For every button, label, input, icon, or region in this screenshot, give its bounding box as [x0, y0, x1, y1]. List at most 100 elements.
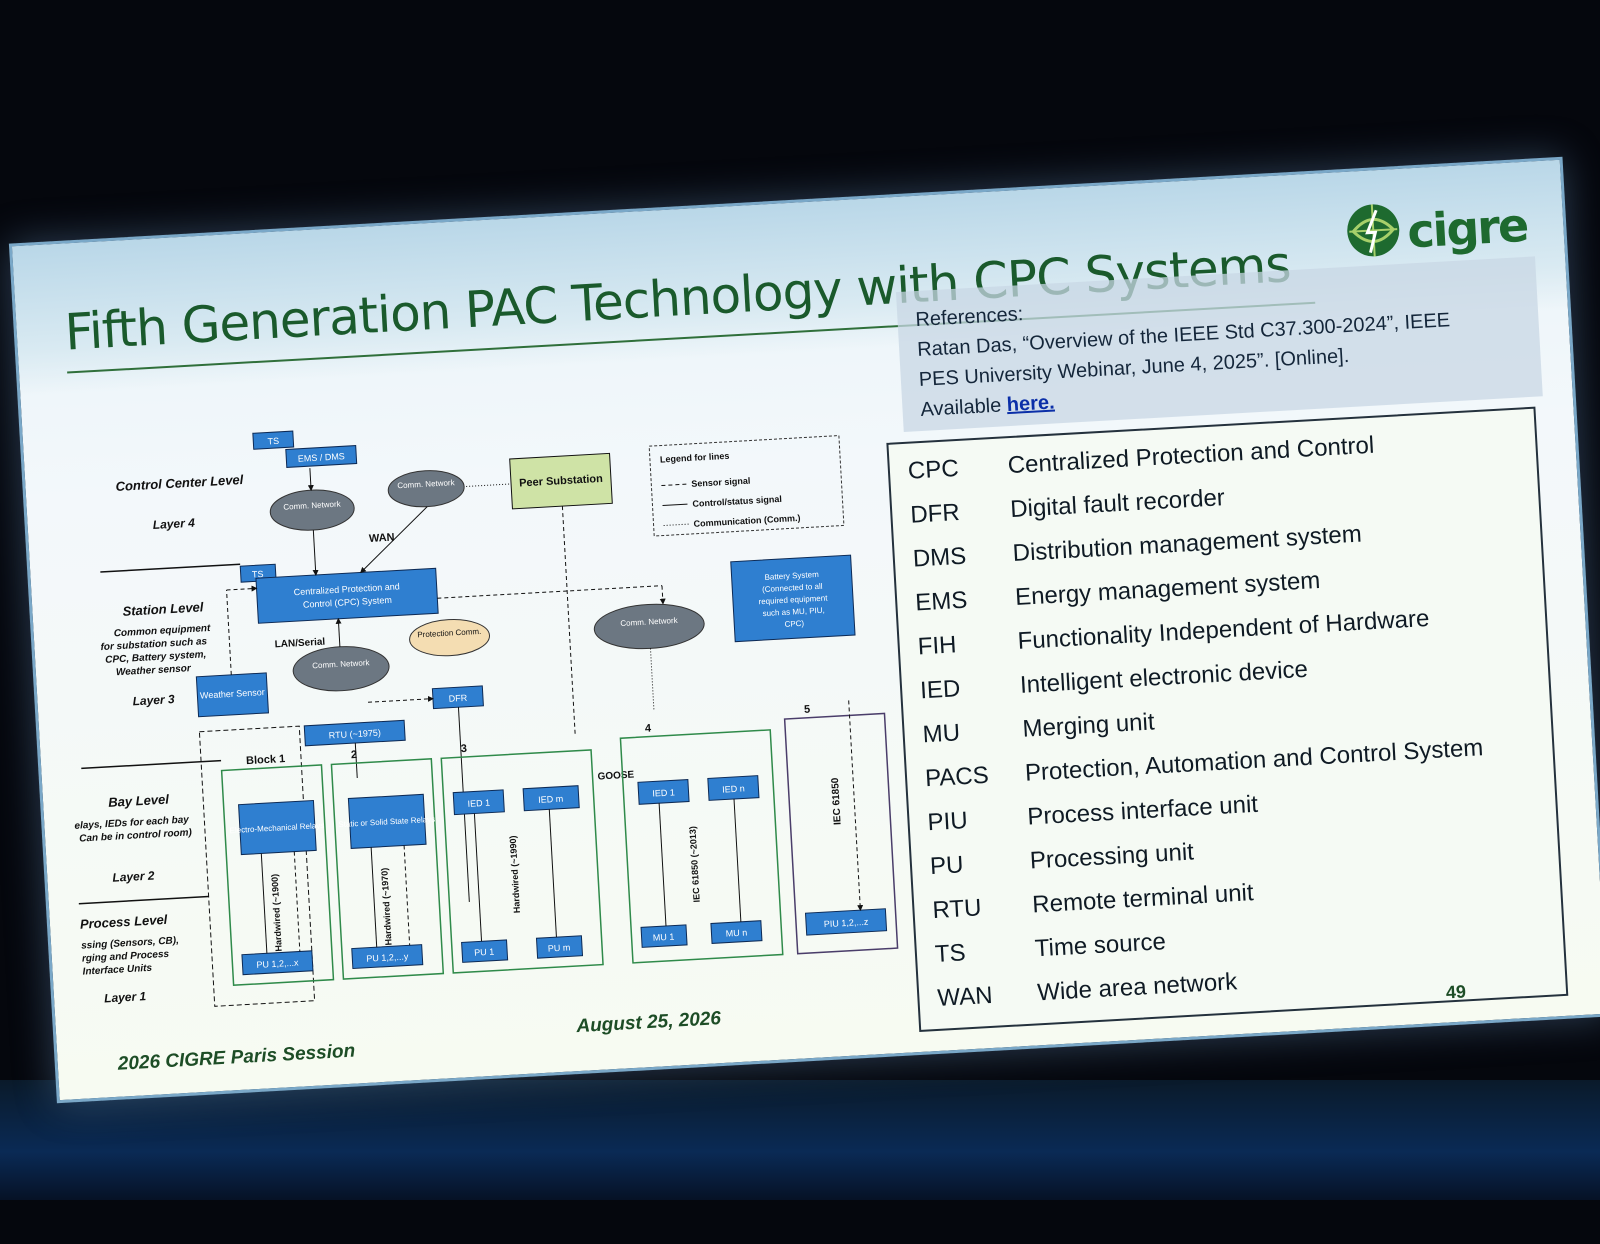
glossary-abbreviation: MU: [921, 719, 961, 749]
block-2-label: 2: [351, 749, 358, 761]
mu-n-box: [710, 920, 763, 944]
legend-comm: Communication (Comm.): [693, 513, 800, 529]
battery-label-4: such as MU, PIU,: [762, 606, 825, 618]
process-desc-2: rging and Process: [82, 949, 170, 965]
level-divider: [100, 563, 241, 573]
connector-line: [466, 483, 512, 487]
comm-network-label: Comm. Network: [283, 499, 342, 511]
mu-1-label: MU 1: [653, 932, 675, 943]
process-desc-3: Interface Units: [82, 963, 152, 978]
glossary-abbreviation: EMS: [914, 586, 969, 617]
references-link[interactable]: here.: [1006, 391, 1056, 417]
connector-line: [260, 853, 268, 954]
pu-x-label: PU 1,2,...x: [256, 958, 299, 970]
pu-y-label: PU 1,2,...y: [366, 951, 409, 963]
connector-line: [335, 617, 342, 647]
glossary-abbreviation: IED: [919, 675, 961, 705]
protection-comm-label: Protection Comm.: [417, 627, 481, 640]
ied-m-box: [522, 785, 580, 812]
cigre-logo: cigre: [1342, 193, 1529, 272]
mu-n-label: MU n: [725, 927, 747, 938]
connector-line: [226, 589, 232, 675]
connector-line: [848, 700, 864, 912]
block-2-frame: [330, 758, 445, 980]
ied-n-label: IED n: [722, 783, 745, 794]
glossary-abbreviation: CPC: [907, 454, 960, 485]
weather-sensor-label: Weather Sensor: [200, 687, 265, 701]
station-desc-1: Common equipment: [114, 623, 212, 639]
references-available: Available: [919, 394, 1008, 421]
connector-line: [368, 695, 434, 703]
layer4-label: Layer 4: [152, 516, 195, 532]
connector-line: [354, 743, 358, 779]
piu-box: [804, 908, 888, 936]
pu-y-box: [351, 944, 424, 970]
em-relays-box: [238, 799, 317, 856]
sensor-signal-loop: [198, 725, 316, 1007]
legend-title: Legend for lines: [660, 451, 730, 465]
hardwired-1900-label: Hardwired (~1900): [269, 874, 283, 952]
battery-label-3: required equipment: [758, 593, 828, 606]
dfr-label: DFR: [448, 693, 468, 704]
block-3-frame: [440, 749, 604, 974]
pu-m-label: PU m: [548, 942, 571, 953]
ied-1-box: [452, 789, 505, 816]
pu-1-label: PU 1: [474, 947, 495, 958]
connector-line: [548, 809, 557, 938]
battery-system-box: [730, 554, 856, 643]
pu-x-box: [241, 950, 314, 976]
protection-comm-cloud: [409, 619, 491, 657]
legend-sensor: Sensor signal: [691, 476, 750, 489]
hardwired-1990-label: Hardwired (~1990): [508, 835, 522, 913]
connector-line: [473, 813, 483, 942]
glossary-abbreviation: TS: [934, 939, 967, 968]
legend-sensor-line: [661, 483, 687, 487]
comm-network-label: Comm. Network: [397, 478, 456, 490]
ems-dms-label: EMS / DMS: [298, 451, 346, 464]
pu-m-box: [535, 935, 584, 959]
ied-1-label: IED 1: [467, 798, 490, 809]
ied-m-label: IED m: [538, 794, 564, 805]
connector-line: [293, 851, 301, 952]
layer1-label: Layer 1: [104, 989, 147, 1005]
bay-level-label: Bay Level: [108, 792, 170, 810]
control-center-label: Control Center Level: [115, 472, 244, 494]
ied-1-box: [637, 779, 690, 805]
iec-2013-label: IEC 61850 (~2013): [687, 826, 701, 903]
slide: Fifth Generation PAC Technology with CPC…: [8, 156, 1600, 1104]
battery-label-5: CPC): [784, 619, 804, 629]
process-level-label: Process Level: [80, 912, 169, 932]
station-desc-4: Weather sensor: [116, 663, 192, 678]
lan-serial-label: LAN/Serial: [274, 637, 325, 651]
block-3-label: 3: [460, 743, 467, 755]
process-desc-1: ssing (Sensors, CB),: [81, 935, 179, 951]
block-1-frame: [220, 764, 335, 987]
logo-text: cigre: [1405, 197, 1529, 259]
glossary-abbreviation: PIU: [926, 807, 969, 837]
connector-line: [649, 648, 655, 712]
legend-box: [648, 435, 845, 537]
connector-line: [307, 468, 314, 492]
legend-control-line: [662, 503, 688, 507]
battery-label-2: (Connected to all: [762, 582, 823, 594]
connector-line: [370, 847, 378, 948]
level-divider: [81, 759, 222, 770]
glossary-abbreviation: PACS: [924, 761, 990, 793]
glossary-abbreviation: WAN: [936, 981, 994, 1012]
wan-label: WAN: [369, 532, 395, 545]
ts-station-label: TS: [252, 569, 264, 580]
goose-label: GOOSE: [597, 770, 635, 783]
peer-substation-label: Peer Substation: [519, 473, 604, 490]
background-stage-lights: [0, 1080, 1600, 1200]
